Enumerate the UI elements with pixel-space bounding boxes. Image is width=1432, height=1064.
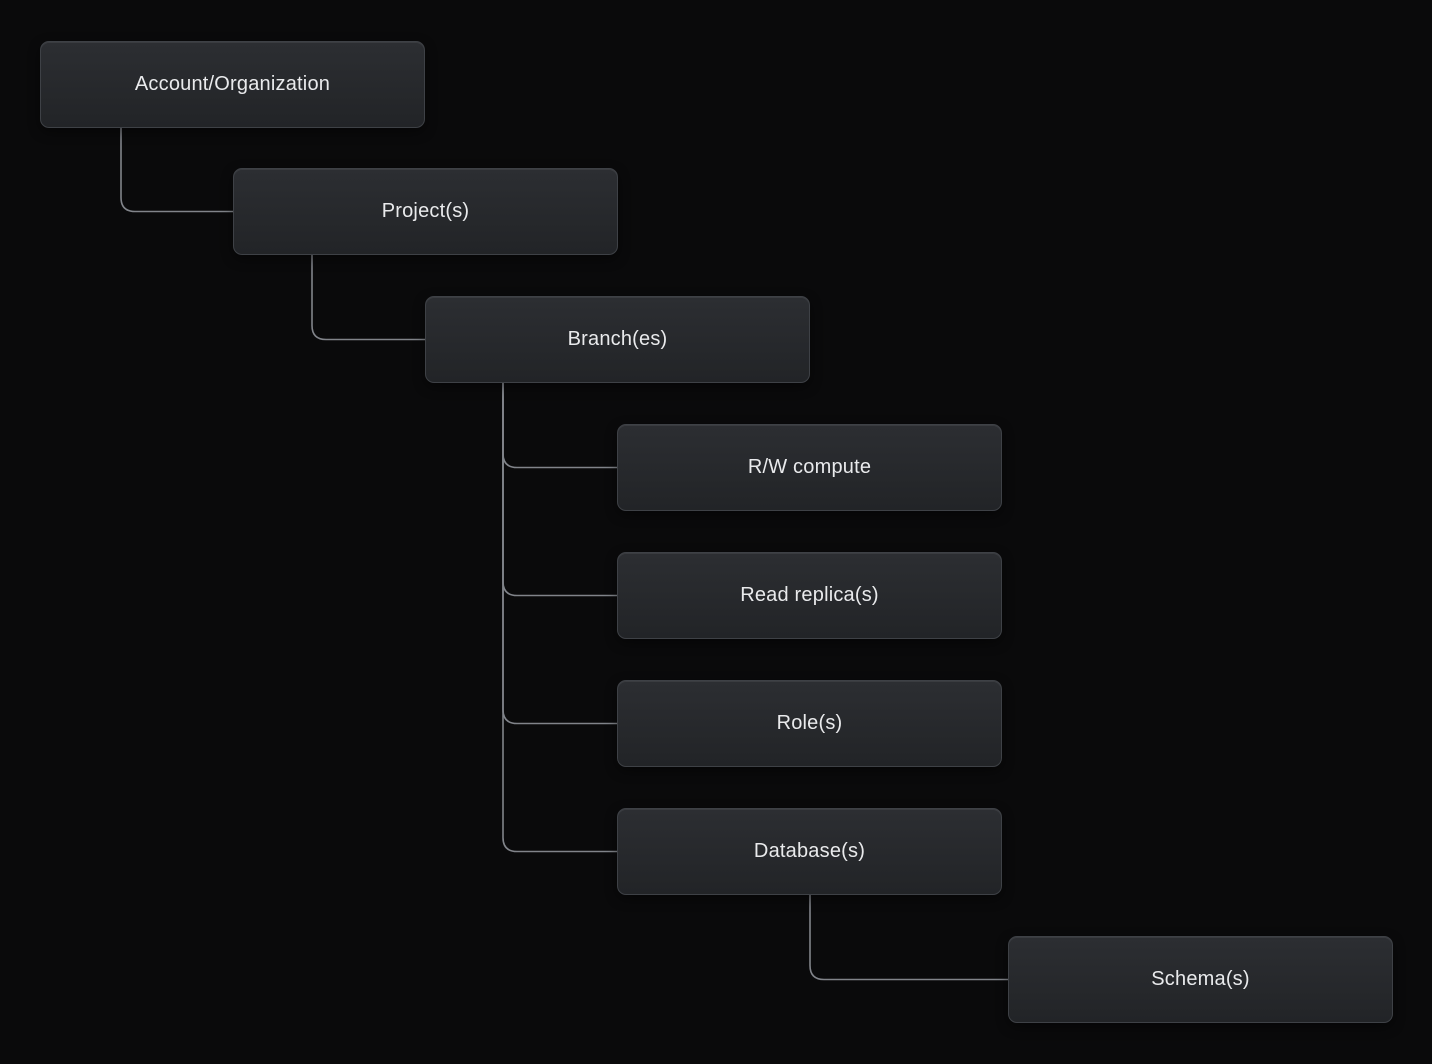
node-label-branches: Branch(es) xyxy=(567,328,668,350)
edge-branches-to-rw-compute xyxy=(502,383,617,469)
node-label-databases: Database(s) xyxy=(753,840,866,862)
edge-projects-to-branches xyxy=(311,255,425,341)
node-label-roles: Role(s) xyxy=(776,712,843,734)
node-label-read-replicas: Read replica(s) xyxy=(740,584,879,606)
node-label-projects: Project(s) xyxy=(381,200,470,222)
node-schemas: Schema(s) xyxy=(1008,936,1393,1023)
edge-databases-to-schemas xyxy=(809,895,1008,981)
node-projects: Project(s) xyxy=(233,168,618,255)
edge-account-to-projects xyxy=(120,128,233,213)
node-databases: Database(s) xyxy=(617,808,1002,895)
node-account: Account/Organization xyxy=(40,41,425,128)
edge-branches-to-roles xyxy=(502,383,617,725)
node-label-rw-compute: R/W compute xyxy=(747,456,872,478)
node-read-replicas: Read replica(s) xyxy=(617,552,1002,639)
edge-branches-to-databases xyxy=(502,383,617,853)
node-rw-compute: R/W compute xyxy=(617,424,1002,511)
node-branches: Branch(es) xyxy=(425,296,810,383)
edge-branches-to-read-replicas xyxy=(502,383,617,597)
node-roles: Role(s) xyxy=(617,680,1002,767)
node-label-schemas: Schema(s) xyxy=(1151,968,1250,990)
node-label-account: Account/Organization xyxy=(134,73,331,95)
